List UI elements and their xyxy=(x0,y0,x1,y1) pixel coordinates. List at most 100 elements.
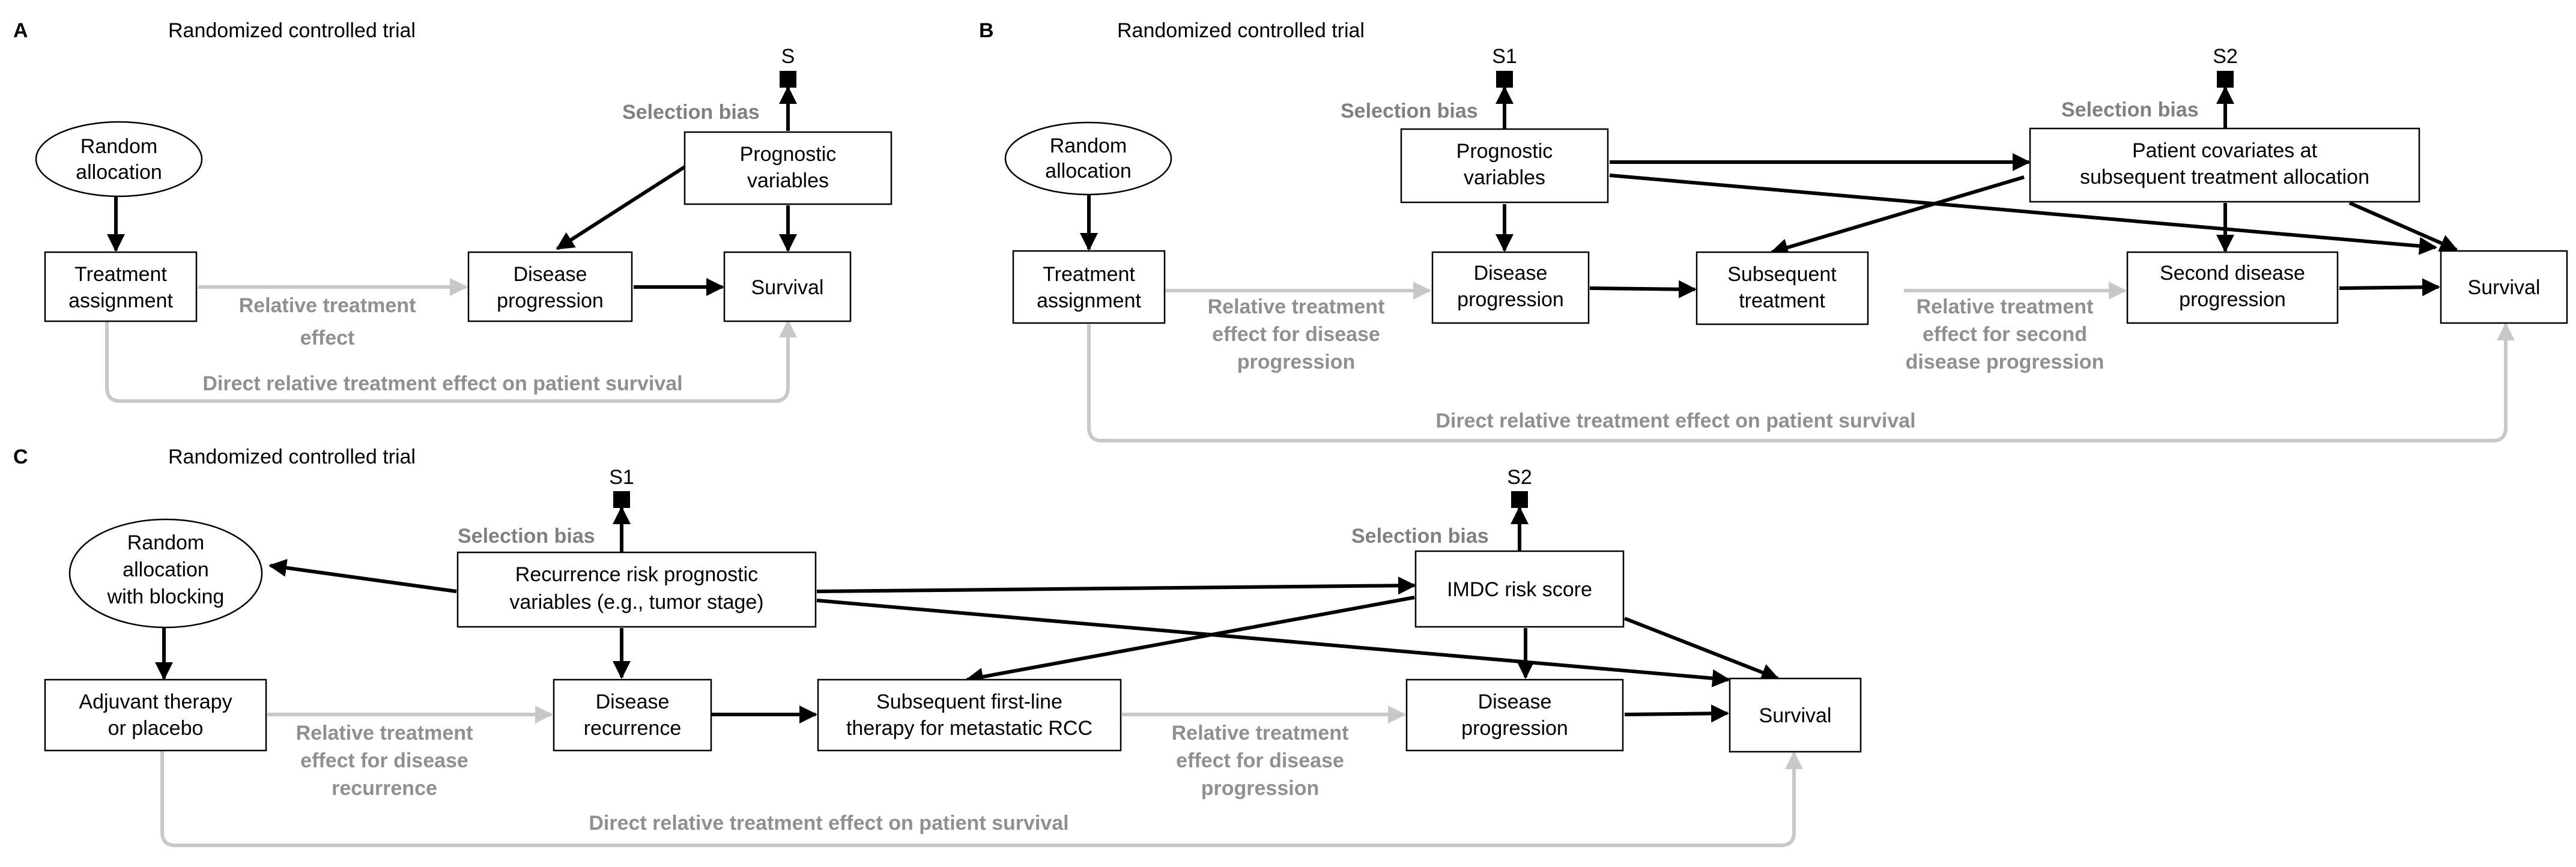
panel-a-title: Randomized controlled trial xyxy=(168,19,416,42)
panel-c-arrow-imdc-subsequent xyxy=(965,596,1415,686)
panel-a-disease-progression xyxy=(467,251,633,322)
panel-b-second-progression-line1: Second disease xyxy=(2160,262,2305,285)
panel-b-treatment-assignment-line2: assignment xyxy=(1037,289,1141,312)
panel-b-direct-effect: Direct relative treatment effect on pati… xyxy=(1435,409,1915,432)
panel-b-relative-effect-second-line1: Relative treatment xyxy=(1917,295,2094,318)
panel-b-survival-label: Survival xyxy=(2468,276,2541,299)
panel-c-subsequent-therapy xyxy=(817,678,1122,752)
panel-b-prognostic-variables-line1: Prognostic xyxy=(1456,140,1553,163)
panel-b-patient-covariates-line2: subsequent treatment allocation xyxy=(2080,166,2369,189)
panel-b-random-allocation-line2: allocation xyxy=(1045,160,1132,183)
panel-a-prognostic-variables-line2: variables xyxy=(747,169,829,192)
panel-c-imdc-label: IMDC risk score xyxy=(1447,578,1592,601)
panel-b-treatment-assignment-line1: Treatment xyxy=(1043,263,1135,286)
panel-c-letter: C xyxy=(13,446,28,468)
panel-a-arrow-prognostic-progression xyxy=(556,165,686,250)
panel-c-survival xyxy=(1729,677,1862,753)
panel-b-letter: B xyxy=(979,19,994,42)
panel-c-selection-bias-2: Selection bias xyxy=(1351,525,1489,548)
panel-c-random-allocation-line1: Random xyxy=(127,531,205,554)
panel-a: A Randomized controlled trial Random all… xyxy=(13,19,893,403)
panel-a-treatment-assignment xyxy=(44,251,198,322)
panel-c-random-allocation-line3: with blocking xyxy=(107,585,225,608)
panel-c-s1-node-label: S1 xyxy=(609,466,634,489)
panel-a-prognostic-variables-line1: Prognostic xyxy=(740,143,837,166)
panel-a-relative-effect-line2: effect xyxy=(300,327,355,349)
panel-c-title: Randomized controlled trial xyxy=(168,446,416,468)
panel-a-disease-progression-line2: progression xyxy=(497,289,604,312)
panel-c-relative-effect-recurrence-line2: effect for disease xyxy=(300,749,468,772)
panel-a-s-node-marker xyxy=(780,71,796,88)
panel-b-s1-node-marker xyxy=(1496,71,1513,88)
panel-c-survival-label: Survival xyxy=(1759,704,1832,727)
panel-b: B Randomized controlled trial Random all… xyxy=(979,19,2568,443)
panel-a-direct-effect: Direct relative treatment effect on pati… xyxy=(202,372,682,395)
panel-b-s1-node-label: S1 xyxy=(1492,45,1517,68)
panel-b-subsequent-treatment-line1: Subsequent xyxy=(1727,263,1837,286)
panel-c-recurrence-risk-line1: Recurrence risk prognostic xyxy=(515,563,758,586)
panel-a-selection-bias: Selection bias xyxy=(622,101,760,124)
panel-b-treatment-assignment xyxy=(1012,250,1166,324)
panel-c-subsequent-therapy-line1: Subsequent first-line xyxy=(876,690,1062,713)
panel-c-random-allocation-line2: allocation xyxy=(123,558,209,581)
panel-c-subsequent-therapy-line2: therapy for metastatic RCC xyxy=(846,717,1093,740)
panel-c-arrow-risk-imdc xyxy=(816,576,1416,595)
panel-a-prognostic-variables xyxy=(683,131,893,205)
panel-c-selection-bias-1: Selection bias xyxy=(458,525,595,548)
panel-b-selection-bias-1: Selection bias xyxy=(1341,100,1478,122)
panel-a-random-allocation xyxy=(35,121,203,198)
panel-c-adjuvant-line2: or placebo xyxy=(108,717,204,740)
panel-c-arrow-imdc-survival xyxy=(1623,617,1780,681)
panel-c-arrow-progression-survival xyxy=(1624,704,1729,723)
panel-c-recurrence-risk xyxy=(456,551,817,628)
panel-c-disease-progression-line1: Disease xyxy=(1478,690,1552,713)
panel-a-relative-effect-line1: Relative treatment xyxy=(239,294,416,317)
panel-c-disease-progression xyxy=(1405,678,1624,752)
panel-a-survival xyxy=(723,251,852,322)
panel-b-title: Randomized controlled trial xyxy=(1117,19,1365,42)
panel-c-adjuvant-line1: Adjuvant therapy xyxy=(79,690,232,713)
panel-a-letter: A xyxy=(13,19,28,42)
panel-b-s2-node-label: S2 xyxy=(2213,45,2238,68)
panel-a-treatment-assignment-line1: Treatment xyxy=(74,263,167,286)
panel-a-s-node-label: S xyxy=(781,45,795,68)
panel-b-arrow-progression-subsequent xyxy=(1589,280,1697,298)
panel-c-direct-effect-arrow xyxy=(160,751,1803,847)
panel-b-survival xyxy=(2440,250,2568,324)
panel-c-relative-effect-recurrence-line3: recurrence xyxy=(332,777,437,800)
panel-b-random-allocation xyxy=(1004,121,1172,196)
panel-b-disease-progression-line1: Disease xyxy=(1474,262,1548,285)
panel-b-arrow-prognostic-survival xyxy=(1609,174,2437,255)
panel-b-second-progression xyxy=(2126,251,2339,324)
panel-c-s2-node-marker xyxy=(1511,491,1528,508)
panel-c-adjuvant xyxy=(44,678,267,752)
panel-c-relative-effect-progression-line1: Relative treatment xyxy=(1172,722,1349,745)
panel-c-s1-node-marker xyxy=(613,491,630,508)
panel-a-disease-progression-line1: Disease xyxy=(514,263,587,286)
panel-b-arrow-covariates-survival xyxy=(2348,201,2458,252)
panel-b-random-allocation-line1: Random xyxy=(1050,134,1127,157)
panel-a-random-allocation-line1: Random xyxy=(80,135,158,158)
panel-b-subsequent-treatment-line2: treatment xyxy=(1739,289,1825,312)
panel-c-random-allocation xyxy=(68,518,263,629)
panel-b-prognostic-variables xyxy=(1400,128,1609,204)
panel-a-random-allocation-line2: allocation xyxy=(76,161,162,184)
panel-b-relative-effect-second-line3: disease progression xyxy=(1906,351,2105,373)
panel-c-relative-effect-recurrence-line1: Relative treatment xyxy=(296,722,473,745)
panel-c-s2-node-label: S2 xyxy=(1507,466,1532,489)
panel-c-arrow-risk-allocation xyxy=(268,558,457,593)
panel-c-recurrence-risk-line2: variables (e.g., tumor stage) xyxy=(509,591,763,614)
panel-a-direct-effect-arrow xyxy=(105,319,797,403)
panel-b-relative-effect-progression-line1: Relative treatment xyxy=(1208,295,1385,318)
panel-c-relative-effect-progression-line3: progression xyxy=(1201,777,1319,800)
panel-c-disease-recurrence-line1: Disease xyxy=(596,690,670,713)
panel-b-relative-effect-progression-line3: progression xyxy=(1237,351,1355,373)
panel-c-disease-recurrence-line2: recurrence xyxy=(584,717,682,740)
panel-a-survival-label: Survival xyxy=(751,276,824,299)
panel-a-treatment-assignment-line2: assignment xyxy=(68,289,173,312)
panel-b-patient-covariates-line1: Patient covariates at xyxy=(2132,139,2318,162)
panel-b-direct-effect-arrow xyxy=(1087,322,2515,443)
panel-b-arrow-second-survival xyxy=(2339,278,2440,297)
panel-c-disease-recurrence xyxy=(553,678,712,752)
